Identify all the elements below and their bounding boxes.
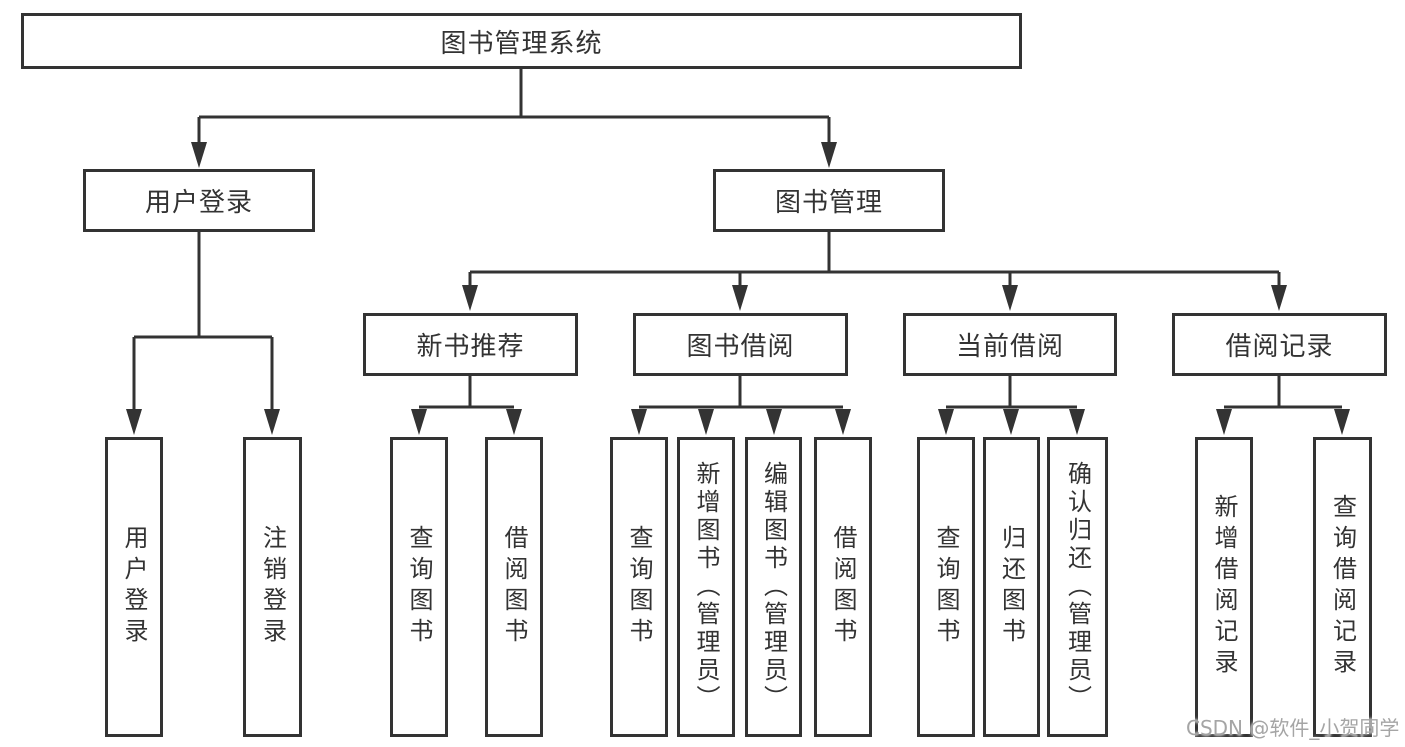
leaf-records-query-record: 查询借阅记录 (1313, 437, 1372, 737)
node-root-label: 图书管理系统 (440, 28, 603, 59)
node-book-management-label: 图书管理 (774, 188, 883, 218)
leaf-records-add-record-label: 新增借阅记录 (1210, 494, 1238, 680)
leaf-currentborrow-return-books: 归还图书 (983, 437, 1040, 737)
watermark: CSDN @软件_小贺同学 (1186, 716, 1400, 740)
leaf-bookborrow-add-books-label: 新增图书（管理员） (692, 461, 720, 713)
leaf-bookborrow-edit-books: 编辑图书（管理员） (745, 437, 802, 737)
node-root: 图书管理系统 (21, 13, 1022, 69)
node-new-book-recommend: 新书推荐 (363, 313, 578, 376)
leaf-bookborrow-query-books: 查询图书 (610, 437, 668, 737)
leaf-user-login-label: 用户登录 (120, 525, 148, 649)
node-book-borrow: 图书借阅 (633, 313, 848, 376)
leaf-records-add-record: 新增借阅记录 (1195, 437, 1253, 737)
leaf-newbooks-borrow-books-label: 借阅图书 (500, 525, 528, 649)
leaf-currentborrow-return-books-label: 归还图书 (997, 525, 1026, 649)
leaf-logout-login: 注销登录 (243, 437, 302, 737)
leaf-currentborrow-query-books: 查询图书 (917, 437, 975, 737)
leaf-bookborrow-add-books: 新增图书（管理员） (677, 437, 735, 737)
node-borrow-records: 借阅记录 (1172, 313, 1387, 376)
leaf-bookborrow-borrow-books-label: 借阅图书 (829, 525, 857, 649)
leaf-bookborrow-query-books-label: 查询图书 (625, 525, 653, 649)
leaf-bookborrow-edit-books-label: 编辑图书（管理员） (759, 461, 788, 713)
node-borrow-records-label: 借阅记录 (1225, 332, 1334, 362)
node-new-book-recommend-label: 新书推荐 (416, 332, 525, 362)
node-book-management: 图书管理 (713, 169, 945, 232)
leaf-newbooks-borrow-books: 借阅图书 (485, 437, 543, 737)
leaf-newbooks-query-books-label: 查询图书 (405, 525, 433, 649)
node-book-borrow-label: 图书借阅 (686, 332, 795, 362)
leaf-currentborrow-confirm-return-label: 确认归还（管理员） (1063, 461, 1092, 713)
node-user-login-label: 用户登录 (144, 188, 253, 218)
leaf-user-login: 用户登录 (105, 437, 163, 737)
leaf-bookborrow-borrow-books: 借阅图书 (814, 437, 872, 737)
leaf-newbooks-query-books: 查询图书 (390, 437, 448, 737)
leaf-currentborrow-query-books-label: 查询图书 (932, 525, 960, 649)
leaf-currentborrow-confirm-return: 确认归还（管理员） (1047, 437, 1108, 737)
node-current-borrow-label: 当前借阅 (955, 332, 1064, 362)
node-user-login: 用户登录 (83, 169, 315, 232)
leaf-logout-login-label: 注销登录 (258, 525, 287, 649)
leaf-records-query-record-label: 查询借阅记录 (1328, 494, 1357, 680)
node-current-borrow: 当前借阅 (903, 313, 1117, 376)
